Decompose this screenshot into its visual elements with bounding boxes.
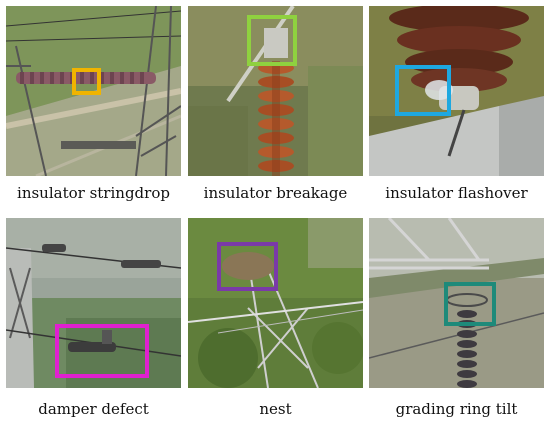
caption-nest: nest — [259, 400, 292, 418]
caption-insulator-breakage: insulator breakage — [203, 184, 348, 202]
defect-box-grading-ring — [444, 282, 496, 326]
caption-grading-ring-tilt: grading ring tilt — [395, 400, 518, 418]
defect-box-flashover — [395, 65, 451, 116]
defect-box-damper — [55, 324, 149, 378]
insulator-stringdrop-photo — [6, 6, 181, 176]
image-nest — [188, 218, 363, 388]
defect-box-nest — [217, 242, 278, 291]
damper-defect-photo — [6, 218, 181, 388]
image-insulator-flashover — [369, 6, 544, 176]
caption-insulator-flashover: insulator flashover — [385, 184, 528, 202]
image-damper-defect — [6, 218, 181, 388]
caption-insulator-stringdrop: insulator stringdrop — [17, 184, 170, 202]
defect-box-stringdrop — [72, 68, 101, 95]
image-insulator-stringdrop — [6, 6, 181, 176]
caption-damper-defect: damper defect — [38, 400, 149, 418]
insulator-breakage-photo — [188, 6, 363, 176]
grading-ring-tilt-photo — [369, 218, 544, 388]
defect-box-breakage — [247, 15, 297, 66]
image-grading-ring-tilt — [369, 218, 544, 388]
image-insulator-breakage — [188, 6, 363, 176]
